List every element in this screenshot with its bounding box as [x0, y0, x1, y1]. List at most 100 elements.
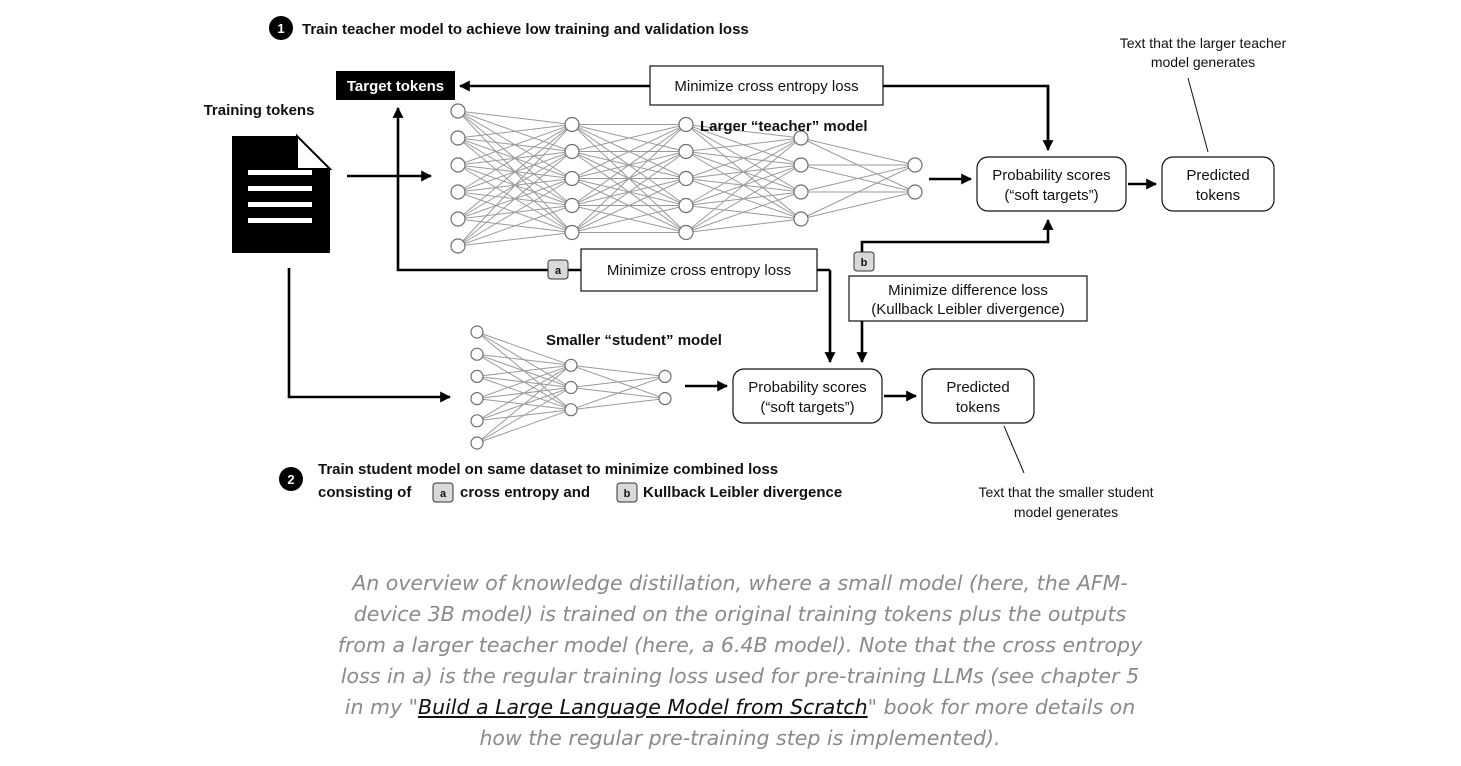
teacher-neuron — [907, 184, 923, 200]
teacher-connection — [457, 124, 573, 247]
book-link[interactable]: Build a Large Language Model from Scratc… — [418, 695, 868, 719]
step2-line2-mid: cross entropy and — [460, 484, 590, 501]
student-connection — [476, 331, 572, 366]
student-neuron — [470, 392, 484, 406]
student-connection — [476, 364, 572, 400]
teacher-neuron — [564, 170, 580, 187]
student-connection — [476, 364, 572, 377]
student-prob-line2: (“soft targets”) — [760, 399, 854, 416]
kl-line1: Minimize difference loss — [888, 282, 1048, 299]
teacher-neuron — [450, 238, 466, 254]
caption-text-after: " book for more details on how the regul… — [479, 695, 1136, 750]
teacher-connection — [571, 205, 687, 233]
teacher-neuron — [793, 157, 809, 173]
teacher-neuron — [450, 130, 466, 146]
student-neuron — [470, 369, 484, 383]
min-ce-mid-box — [580, 248, 818, 292]
teacher-connection — [457, 178, 573, 247]
figure-caption: An overview of knowledge distillation, w… — [330, 568, 1150, 754]
teacher-neuron — [678, 224, 694, 241]
student-text-note-line1: Text that the smaller student — [978, 484, 1153, 500]
teacher-pred-line1: Predicted — [1186, 167, 1249, 184]
student-neuron — [470, 436, 484, 450]
teacher-connection — [457, 110, 573, 125]
teacher-neuron — [564, 197, 580, 214]
teacher-neuron — [678, 170, 694, 187]
teacher-connection — [685, 124, 802, 139]
student-neuron — [470, 347, 484, 361]
student-neuron — [470, 325, 484, 339]
teacher-connection — [685, 137, 802, 179]
step2-tag-b-label: b — [624, 488, 631, 500]
min-ce-mid-label: Minimize cross entropy loss — [607, 262, 791, 279]
student-note-leader — [1003, 425, 1025, 474]
teacher-connection — [457, 205, 573, 247]
teacher-neuron — [450, 184, 466, 200]
teacher-text-note-line2: model generates — [1151, 54, 1255, 70]
step2-line2-prefix: consisting of — [318, 484, 412, 501]
step2-line2-suffix: Kullback Leibler divergence — [643, 484, 842, 501]
tag-b-box — [853, 251, 875, 272]
min-ce-top-label: Minimize cross entropy loss — [674, 78, 858, 95]
step2-tag-a-box — [432, 482, 454, 503]
teacher-connection — [571, 178, 687, 233]
min-ce-top-box — [649, 65, 884, 106]
teacher-neuron — [564, 143, 580, 160]
student-connection — [570, 375, 666, 388]
teacher-neuron — [678, 143, 694, 160]
step2-badge — [279, 467, 303, 491]
arrow-kl-to-teacher-probs — [860, 218, 1054, 265]
teacher-text-note-line1: Text that the larger teacher — [1120, 35, 1287, 51]
teacher-neuron — [793, 184, 809, 200]
teacher-connection — [800, 164, 916, 220]
student-model-label: Smaller “student” model — [546, 332, 722, 349]
student-connection — [570, 398, 666, 411]
student-text-note-line2: model generates — [1014, 504, 1118, 520]
student-connection — [570, 375, 666, 411]
student-connection — [476, 364, 572, 444]
step2-tag-a-label: a — [440, 488, 447, 500]
teacher-connection — [571, 124, 687, 233]
teacher-prob-line2: (“soft targets”) — [1004, 187, 1098, 204]
teacher-neuron — [564, 116, 580, 133]
training-tokens-label: Training tokens — [204, 102, 315, 119]
caption-text-before: An overview of knowledge distillation, w… — [337, 571, 1143, 719]
target-tokens-box — [336, 71, 455, 100]
arrow-training-to-student — [287, 268, 452, 403]
teacher-neuron — [450, 157, 466, 173]
kl-box — [848, 275, 1088, 322]
teacher-connection — [685, 218, 802, 233]
student-neuron — [564, 403, 578, 417]
student-pred-box — [921, 368, 1035, 424]
tag-a-label: a — [555, 265, 562, 277]
teacher-connection — [800, 137, 916, 166]
teacher-prob-line1: Probability scores — [992, 167, 1110, 184]
teacher-note-leader — [1187, 77, 1209, 153]
student-neuron — [470, 414, 484, 428]
distillation-diagram: 1 Train teacher model to achieve low tra… — [204, 16, 1287, 520]
document-icon — [232, 133, 333, 253]
student-neuron — [564, 358, 578, 372]
teacher-connection — [457, 124, 573, 220]
teacher-neuron — [564, 224, 580, 241]
teacher-connection — [685, 137, 802, 206]
teacher-connection — [457, 124, 573, 166]
teacher-pred-box — [1161, 156, 1275, 212]
student-connection — [570, 364, 666, 377]
step2-tag-b-box — [616, 482, 638, 503]
teacher-neuron — [793, 211, 809, 227]
teacher-connection — [571, 124, 687, 179]
teacher-connection — [685, 164, 802, 233]
target-tokens-label: Target tokens — [347, 78, 444, 95]
teacher-model-label: Larger “teacher” model — [700, 118, 868, 135]
step1-title: Train teacher model to achieve low train… — [302, 21, 749, 38]
student-neuron — [658, 392, 672, 406]
teacher-connection — [685, 137, 802, 233]
step1-badge-number: 1 — [277, 21, 284, 36]
teacher-connection — [800, 164, 916, 193]
student-neuron — [564, 380, 578, 395]
teacher-neuron — [678, 197, 694, 214]
step2-badge-number: 2 — [287, 472, 294, 487]
teacher-prob-box — [976, 156, 1127, 212]
teacher-neuron — [450, 211, 466, 227]
